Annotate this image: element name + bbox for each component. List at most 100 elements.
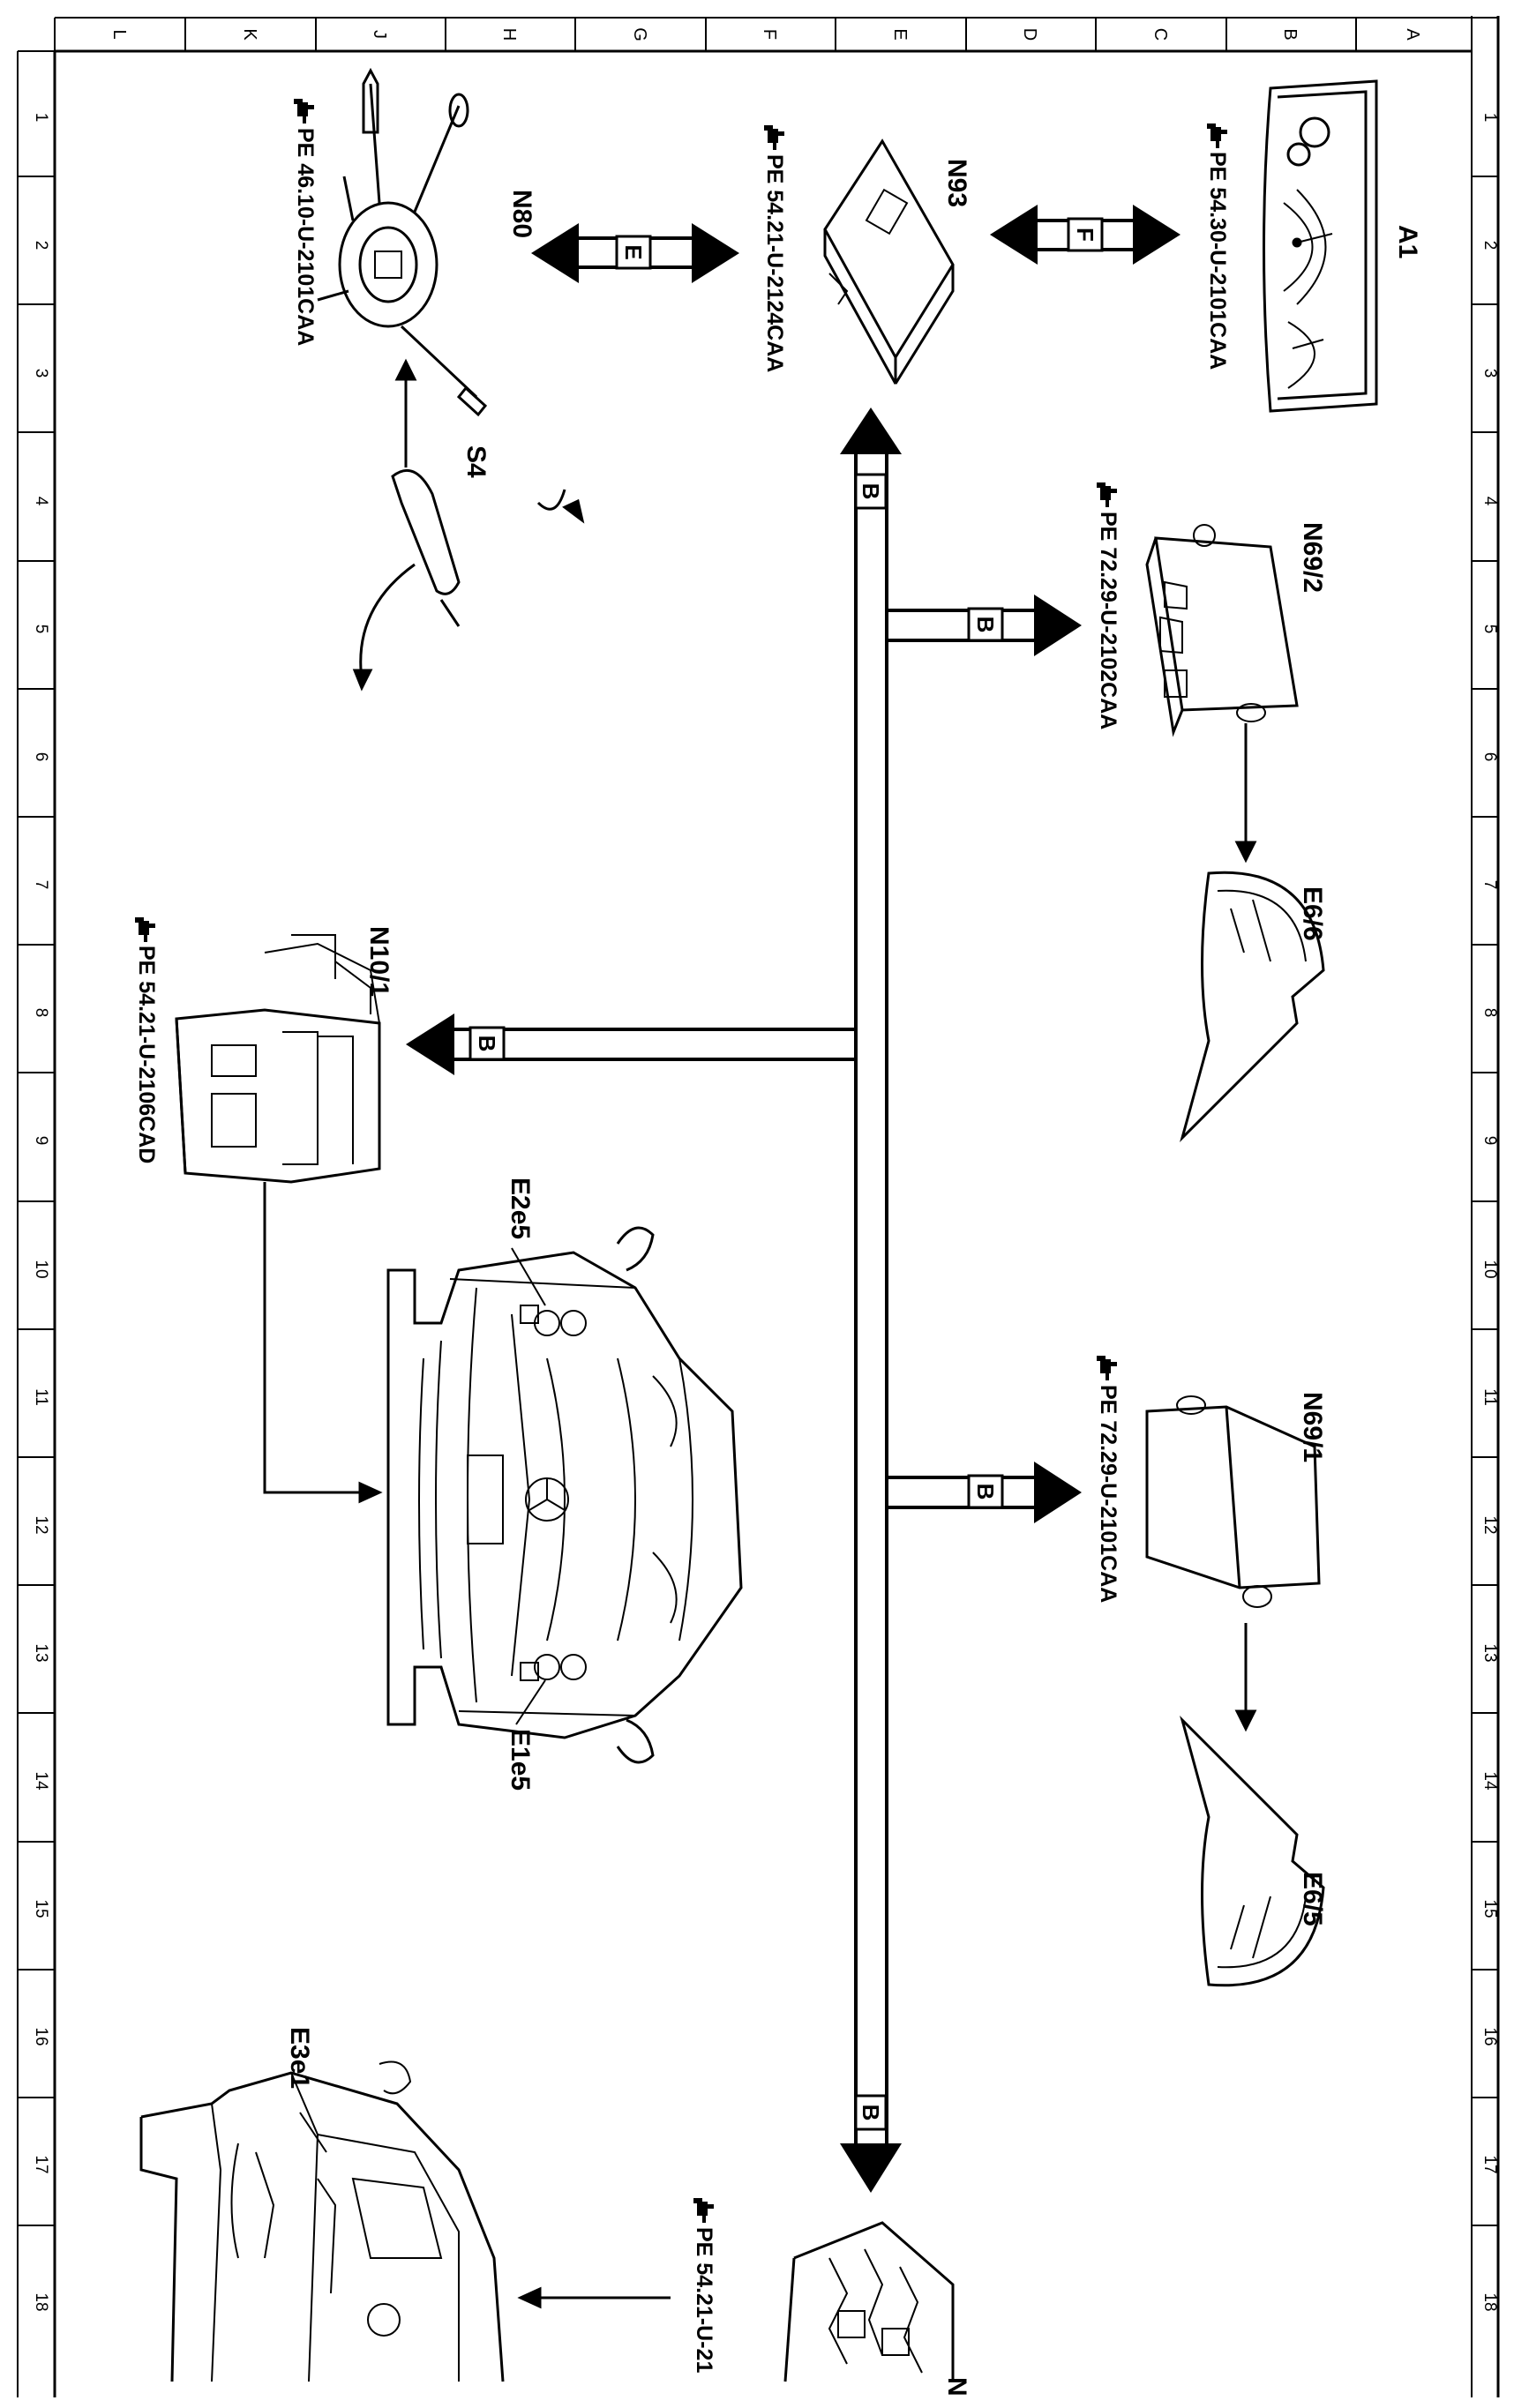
component-label: N80 — [507, 190, 536, 238]
row-numbers-left: 1 2 3 4 5 6 7 8 9 10 11 12 13 14 15 16 1… — [32, 113, 50, 2312]
label-n69-2: N69/2 PE 72.29-U-2102CAA — [1096, 482, 1327, 729]
branch-n69-2: B — [887, 595, 1082, 656]
row-number: 4 — [32, 497, 50, 506]
leader-line — [299, 2112, 327, 2153]
pointing-hand-icon — [294, 99, 314, 123]
row-number: 11 — [32, 1388, 50, 1406]
row-number: 3 — [1480, 369, 1499, 378]
row-number: 9 — [1480, 1136, 1499, 1146]
pointing-hand-icon — [1207, 123, 1227, 148]
arrow-n69-1-to-e6-5 — [1234, 1623, 1257, 1732]
row-number: 6 — [1480, 752, 1499, 762]
label-e6-5: E6/5 — [1298, 1872, 1327, 1926]
column-letter: A — [1403, 28, 1422, 41]
label-a1: A1 PE 54.30-U-2101CAA — [1205, 123, 1422, 370]
column-letter: L — [109, 29, 129, 39]
pointing-hand-icon — [1097, 482, 1117, 507]
component-label: N — [942, 2377, 971, 2397]
component-label: E6/6 — [1298, 886, 1327, 941]
arrow-n10-1-to-car — [263, 1182, 383, 1504]
row-number: 4 — [1480, 497, 1499, 506]
row-number: 6 — [32, 752, 50, 762]
label-n69-1: N69/1 PE 72.29-U-2101CAA — [1096, 1356, 1327, 1603]
pointing-hand-icon — [135, 917, 155, 942]
leader-line — [515, 1679, 546, 1725]
module-n10-1 — [175, 934, 381, 1184]
row-number: 12 — [32, 1515, 50, 1534]
row-number: 8 — [32, 1008, 50, 1018]
reference-label: PE 54.21-U-21 — [692, 2227, 716, 2373]
row-number: 13 — [32, 1643, 50, 1662]
component-label: E1e5 — [506, 1729, 535, 1791]
instrument-cluster-a1 — [1263, 79, 1378, 413]
connector-e: E — [531, 223, 739, 283]
row-number: 18 — [32, 2292, 50, 2311]
pointing-hand-icon — [1097, 1356, 1117, 1380]
reference-label: PE 72.29-U-2102CAA — [1096, 512, 1121, 729]
component-label: N69/1 — [1298, 1392, 1327, 1462]
row-number: 2 — [1480, 241, 1499, 251]
row-number: 10 — [32, 1260, 50, 1278]
row-numbers-right: 1 2 3 4 5 6 7 8 9 10 11 12 13 14 15 16 1… — [1480, 113, 1499, 2312]
row-number: 18 — [1480, 2292, 1499, 2311]
branch-n10-1: B — [406, 1013, 856, 1075]
column-letter: H — [499, 28, 519, 41]
connector-f: F — [990, 205, 1180, 265]
component-label: E2e5 — [506, 1178, 535, 1239]
row-number: 15 — [1480, 1899, 1499, 1918]
column-letter: D — [1020, 28, 1039, 41]
component-label: N93 — [942, 159, 971, 207]
label-e3e1: E3e1 — [285, 2027, 327, 2153]
pointing-hand-icon — [693, 2198, 714, 2223]
arrow-bottom-module-to-rear-car — [517, 2286, 671, 2309]
connector-label: E — [620, 244, 647, 259]
row-number: 16 — [32, 2027, 50, 2045]
connector-label: B — [972, 617, 999, 633]
connector-label: F — [1072, 228, 1098, 242]
row-number: 5 — [32, 624, 50, 634]
row-number: 3 — [32, 369, 50, 378]
row-number: 17 — [1480, 2155, 1499, 2173]
row-number: 9 — [32, 1136, 50, 1146]
label-e6-6: E6/6 — [1298, 886, 1327, 941]
module-n93 — [823, 138, 955, 385]
column-letter: K — [240, 28, 259, 41]
component-label: E3e1 — [285, 2027, 314, 2089]
label-n10-1: N10/1 PE 54.21-U-2106CAD — [134, 917, 393, 1163]
module-bottom-partial — [783, 2221, 955, 2382]
switch-s4 — [352, 358, 585, 692]
column-letters: L K J H G F E D C B A — [109, 27, 1422, 41]
row-grid — [18, 176, 1498, 2226]
label-e2e5: E2e5 — [506, 1178, 546, 1306]
row-number: 2 — [32, 241, 50, 251]
connector-label: B — [972, 1484, 999, 1500]
row-number: 14 — [32, 1771, 50, 1791]
mirror-e6-5 — [1180, 1715, 1325, 1987]
reference-label: PE 46.10-U-2101CAA — [293, 128, 318, 346]
connector-b-top: B — [854, 473, 888, 510]
row-number: 10 — [1480, 1260, 1499, 1278]
reference-label: PE 54.30-U-2101CAA — [1205, 152, 1230, 370]
module-n69-2 — [1145, 524, 1299, 737]
drawing-frame — [17, 16, 1500, 2397]
column-letter: J — [370, 30, 389, 39]
bus-line-b — [840, 408, 902, 2193]
label-n93: N93 PE 54.21-U-2124CAA — [762, 125, 971, 372]
row-number: 15 — [32, 1899, 50, 1918]
column-letter: E — [890, 28, 910, 40]
label-n80: N80 PE 46.10-U-2101CAA — [293, 99, 536, 346]
row-number: 1 — [32, 113, 50, 123]
pointing-hand-icon — [764, 125, 784, 150]
row-number: 16 — [1480, 2027, 1499, 2045]
connector-label: B — [474, 1036, 500, 1052]
switch-n80 — [317, 67, 488, 417]
row-number: 5 — [1480, 624, 1499, 634]
arrow-n69-2-to-e6-6 — [1234, 723, 1257, 864]
row-number: 7 — [32, 880, 50, 890]
label-e1e5: E1e5 — [506, 1679, 546, 1791]
branch-n69-1: B — [887, 1462, 1082, 1523]
connector-b-bottom: B — [854, 2094, 888, 2131]
connector-label: B — [858, 2105, 884, 2121]
row-number: 1 — [1480, 113, 1499, 123]
